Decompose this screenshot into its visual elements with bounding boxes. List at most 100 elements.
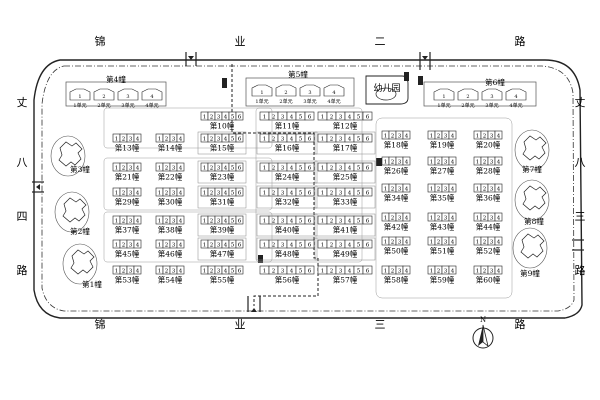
unit-box <box>494 236 503 246</box>
unit-number: 1 <box>263 218 267 224</box>
unit-number: 1 <box>384 133 388 139</box>
north-arrow: N <box>472 316 494 349</box>
building-label: 第46幢 <box>158 249 183 259</box>
unit-number: 3 <box>398 215 402 221</box>
unit-number: 3 <box>217 190 221 196</box>
unit-box <box>304 265 315 275</box>
building-label: 第17幢 <box>333 143 358 153</box>
unit-number: 2 <box>122 242 126 248</box>
unit-number: 4 <box>136 136 140 142</box>
unit-box <box>362 111 373 121</box>
building-label: 第53幢 <box>115 275 140 285</box>
unit-number: 2 <box>165 165 169 171</box>
unit-number: 2 <box>210 242 214 248</box>
unit-box <box>362 215 373 225</box>
unit-number: 4 <box>224 242 228 248</box>
unit-footprint <box>457 88 479 101</box>
unit-number: 2 <box>272 218 276 224</box>
unit-number: 3 <box>129 190 133 196</box>
unit-number: 5 <box>299 114 303 120</box>
unit-number: 2 <box>330 165 334 171</box>
building-label: 第36幢 <box>476 193 501 203</box>
unit-number: 4 <box>497 186 501 192</box>
road-char: 四 <box>17 210 28 223</box>
unit-number: 6 <box>308 136 312 142</box>
road-char: 丈 <box>17 96 28 109</box>
unit-number: 6 <box>308 190 312 196</box>
unit-number: 3 <box>129 218 133 224</box>
unit-number: 3 <box>339 165 343 171</box>
north-road-label: 锦 业 二 路 <box>95 34 526 48</box>
unit-number: 4 <box>179 165 183 171</box>
unit-number: 3 <box>129 136 133 142</box>
unit-number: 1 <box>384 268 388 274</box>
unit-box <box>402 212 411 222</box>
unit-box <box>362 239 373 249</box>
building-label: 第15幢 <box>210 143 235 153</box>
block-group-outline <box>103 211 273 263</box>
unit-box <box>235 187 244 197</box>
unit-number: 2 <box>437 239 441 245</box>
tower-plaza <box>514 179 550 221</box>
building-label: 第37幢 <box>115 225 140 235</box>
unit-number: 1 <box>158 165 162 171</box>
unit-label: 2单元 <box>461 102 474 109</box>
unit-box <box>133 133 142 143</box>
unit-box <box>176 162 185 172</box>
unit-number: 1 <box>476 186 480 192</box>
unit-number: 6 <box>366 242 370 248</box>
building-label: 第4幢 <box>106 74 126 84</box>
unit-footprint <box>323 84 345 97</box>
unit-box <box>362 133 373 143</box>
building-label: 第55幢 <box>210 275 235 285</box>
unit-number: 5 <box>299 190 303 196</box>
unit-number: 1 <box>203 190 207 196</box>
unit-number: 3 <box>281 218 285 224</box>
unit-number: 4 <box>348 136 352 142</box>
block-frame <box>197 131 247 155</box>
building-label: 第38幢 <box>158 225 183 235</box>
building-label: 第45幢 <box>115 249 140 259</box>
unit-number: 2 <box>391 239 395 245</box>
unit-number: 3 <box>339 218 343 224</box>
unit-number: 6 <box>238 136 242 142</box>
unit-number: 3 <box>172 190 176 196</box>
unit-box <box>176 133 185 143</box>
unit-number: 1 <box>263 136 267 142</box>
building-label: 第29幢 <box>115 197 140 207</box>
east-gate <box>572 239 584 251</box>
tower-building: 第8幢 <box>514 179 550 226</box>
unit-number: 3 <box>217 136 221 142</box>
unit-box <box>235 265 244 275</box>
tower-building: 第1幢 <box>62 243 102 289</box>
building-label: 第19幢 <box>430 140 455 150</box>
unit-number: 1 <box>203 218 207 224</box>
west-gate <box>32 181 44 193</box>
unit-number: 4 <box>405 215 409 221</box>
block-group-outline <box>103 107 273 149</box>
unit-box <box>304 215 315 225</box>
unit-box <box>133 187 142 197</box>
unit-number: 1 <box>158 268 162 274</box>
unit-number: 4 <box>451 159 455 165</box>
unit-number: 6 <box>308 242 312 248</box>
unit-box <box>133 162 142 172</box>
building-label: 第51幢 <box>430 246 455 256</box>
block-frame <box>256 237 318 261</box>
